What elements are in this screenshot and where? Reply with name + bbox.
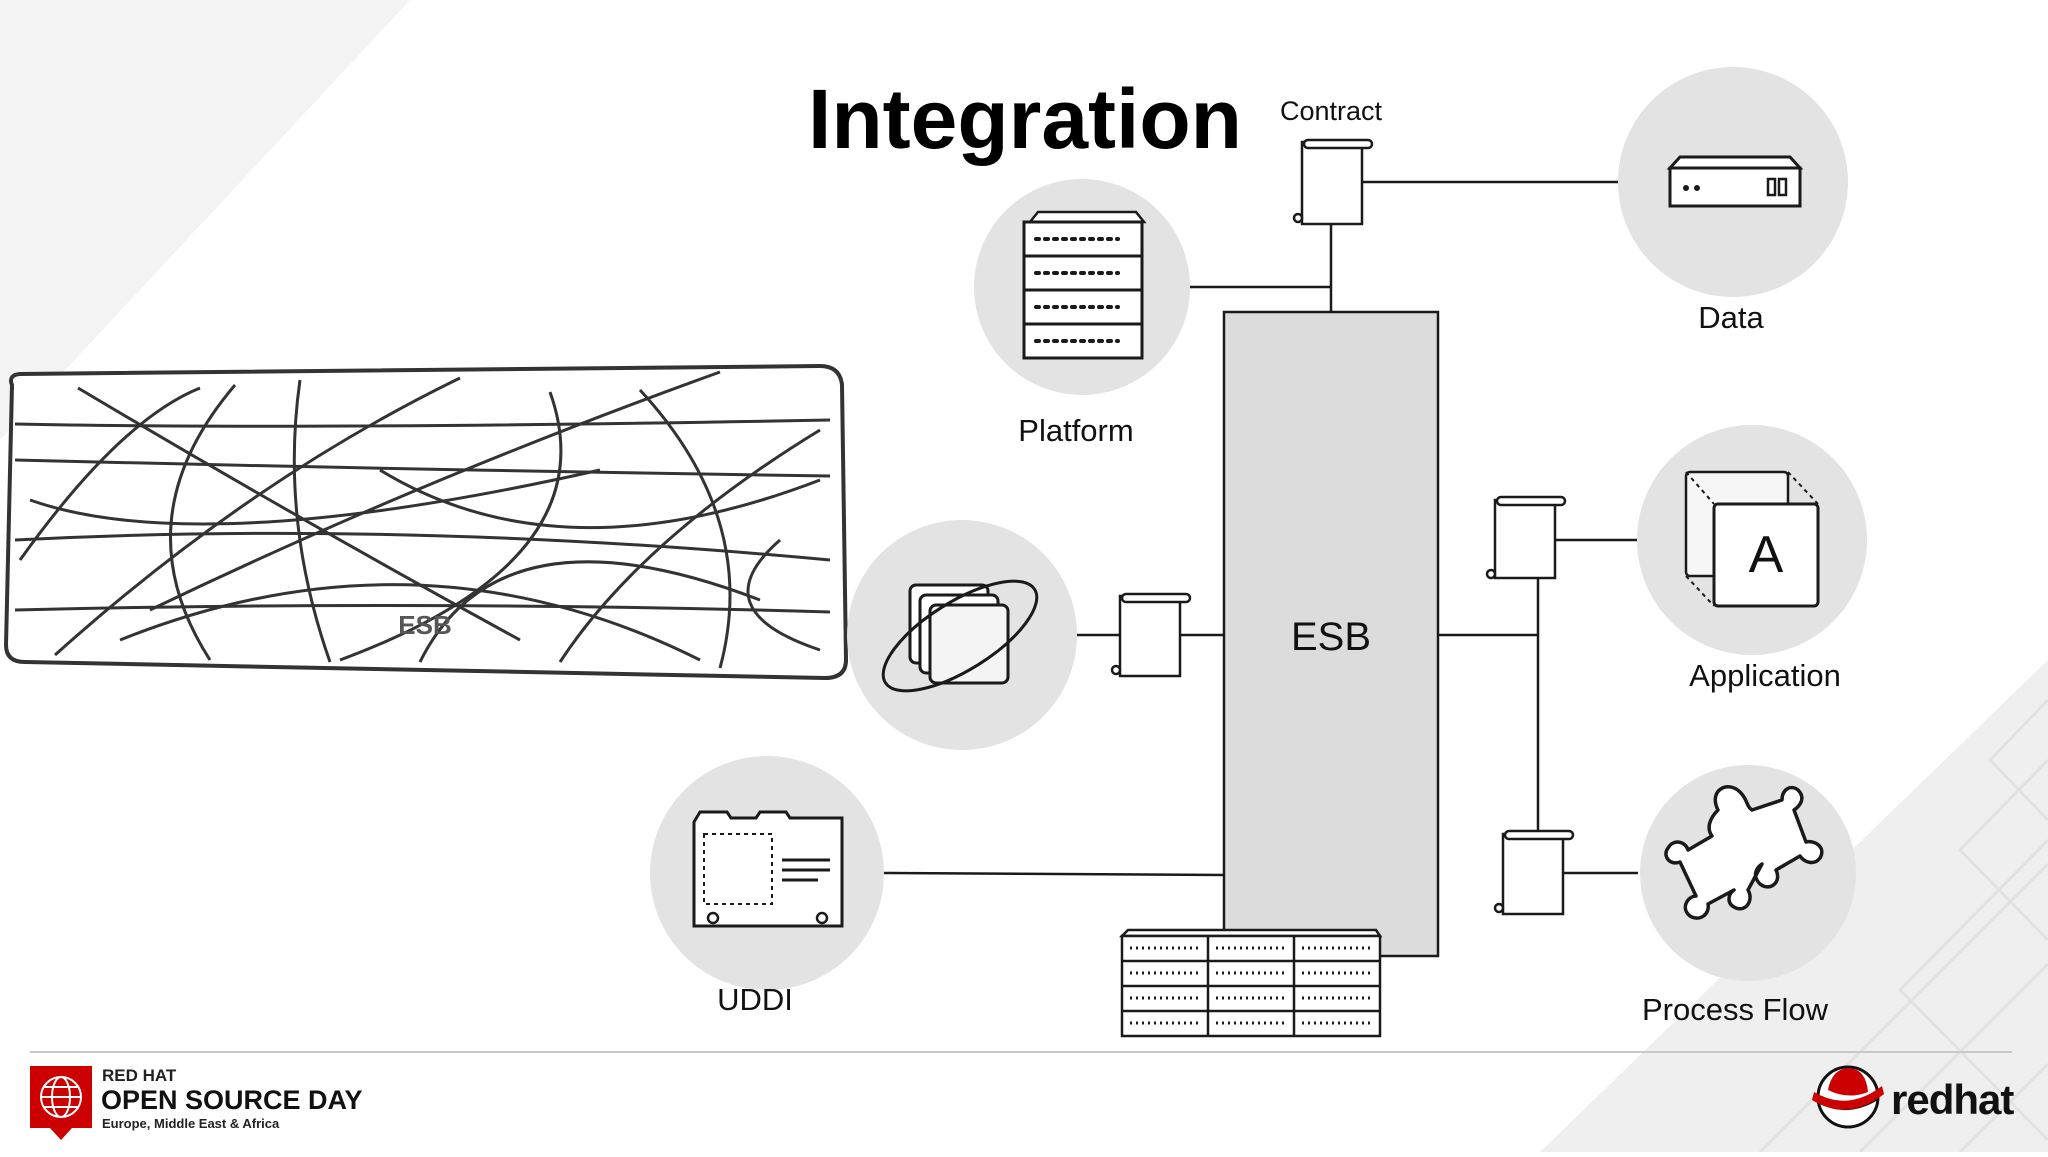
- data-node: Data: [1618, 67, 1848, 335]
- esb-spaghetti-panel: ESB: [3, 363, 849, 681]
- platform-node: Platform: [974, 179, 1190, 448]
- contract-scroll-icon: [1292, 138, 1374, 226]
- scroll-icon-process-flow: [1493, 829, 1575, 916]
- event-name: OPEN SOURCE DAY: [101, 1085, 363, 1115]
- data-label: Data: [1698, 300, 1764, 335]
- platform-label: Platform: [1018, 413, 1133, 448]
- tangled-connections: [14, 370, 831, 669]
- application-label: Application: [1689, 658, 1841, 693]
- connector-lines: [882, 180, 1638, 877]
- registry-card-icon: [692, 810, 844, 928]
- esb-panel-label: ESB: [398, 610, 451, 640]
- server-stack-icon: [1118, 928, 1383, 1038]
- page-title: Integration: [808, 72, 1242, 166]
- background-pattern-lines: [1758, 698, 2048, 1154]
- application-glyph: A: [1749, 526, 1784, 584]
- contract-label: Contract: [1280, 96, 1383, 126]
- background-corner-shape: [0, 0, 410, 440]
- orbit-stack-icon: [881, 579, 1039, 693]
- scroll-icon-service: [1110, 592, 1192, 678]
- process-flow-node: Process Flow: [1640, 765, 1856, 1027]
- uddi-node: UDDI: [650, 756, 884, 1017]
- scroll-icon-application: [1485, 495, 1567, 580]
- uddi-label: UDDI: [717, 982, 793, 1017]
- esb-bus-label: ESB: [1291, 615, 1371, 659]
- puzzle-piece-icon: [1664, 785, 1824, 920]
- open-source-day-logo: RED HAT OPEN SOURCE DAY Europe, Middle E…: [30, 1066, 363, 1140]
- process-flow-label: Process Flow: [1642, 992, 1829, 1027]
- storage-device-icon: [1666, 155, 1804, 208]
- service-node: [847, 520, 1077, 750]
- event-region: Europe, Middle East & Africa: [102, 1116, 280, 1131]
- company-logo-text: redhat: [1891, 1076, 2014, 1123]
- redhat-logo: redhat: [1812, 1065, 2015, 1129]
- globe-icon: [40, 1076, 82, 1118]
- application-window-icon: A: [1684, 470, 1820, 608]
- application-node: A Application: [1637, 425, 1867, 693]
- server-rack-icon: [1022, 210, 1147, 360]
- esb-bus: [1222, 310, 1440, 958]
- event-brand: RED HAT: [102, 1066, 177, 1085]
- shadowman-icon: [1812, 1065, 1884, 1129]
